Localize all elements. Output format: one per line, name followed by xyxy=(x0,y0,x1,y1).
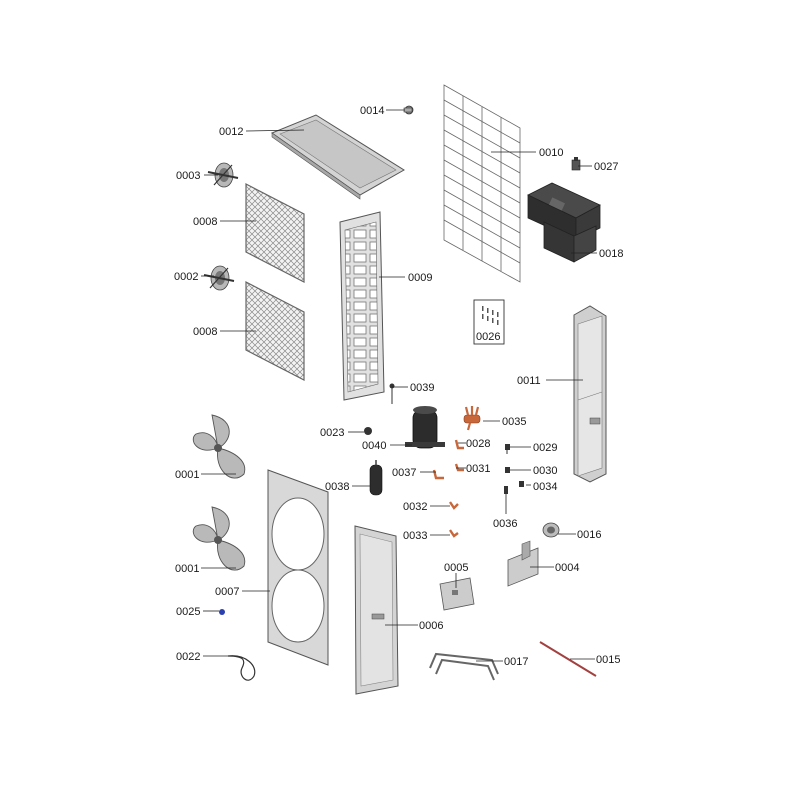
callout-0026: 0026 xyxy=(476,331,500,343)
screw-set-box xyxy=(473,299,505,345)
callout-0025: 0025 xyxy=(176,606,200,618)
callout-0032: 0032 xyxy=(403,501,427,513)
callout-0003: 0003 xyxy=(176,170,200,182)
side-panel-part xyxy=(354,525,399,695)
callout-0040: 0040 xyxy=(362,440,386,452)
callout-0006: 0006 xyxy=(419,620,443,632)
callout-0008-lower: 0008 xyxy=(193,326,217,338)
callout-labels: 0012 0014 0010 0027 0003 0008 0018 0002 … xyxy=(174,105,623,668)
fan-blade-part-lower xyxy=(192,506,246,571)
callout-0030: 0030 xyxy=(533,465,557,477)
callout-0023: 0023 xyxy=(320,427,344,439)
callout-0031: 0031 xyxy=(466,463,490,475)
valve-0034 xyxy=(519,481,524,487)
wire-guard-grid-part xyxy=(443,84,521,283)
callout-0034: 0034 xyxy=(533,481,557,493)
copper-fitting-0037 xyxy=(432,469,444,480)
leader-lines xyxy=(201,109,597,662)
fan-motor-part-upper xyxy=(207,162,239,188)
callout-0028: 0028 xyxy=(466,438,490,450)
callout-0017: 0017 xyxy=(504,656,528,668)
copper-fitting-0033 xyxy=(449,529,459,538)
electrical-box-part xyxy=(527,182,601,263)
compressor-part xyxy=(405,406,445,449)
valve-0029 xyxy=(505,444,510,454)
callout-0011: 0011 xyxy=(517,375,541,387)
pin-0036 xyxy=(504,486,508,494)
heater-tube-part xyxy=(429,652,499,681)
callout-0008-upper: 0008 xyxy=(193,216,217,228)
callout-0001-upper: 0001 xyxy=(175,469,199,481)
callout-0029: 0029 xyxy=(533,442,557,454)
callout-0022: 0022 xyxy=(176,651,200,663)
callout-0005: 0005 xyxy=(444,562,468,574)
callout-0004: 0004 xyxy=(555,562,579,574)
bracket-0005 xyxy=(439,577,475,611)
callout-0027: 0027 xyxy=(594,161,618,173)
callout-0038: 0038 xyxy=(325,481,349,493)
condenser-grille-part-upper xyxy=(245,183,305,283)
grommet-part xyxy=(542,522,560,538)
callout-0018: 0018 xyxy=(599,248,623,260)
callout-0007: 0007 xyxy=(215,586,239,598)
front-panel-part xyxy=(267,469,329,666)
valve-0030 xyxy=(505,467,510,473)
callout-0033: 0033 xyxy=(403,530,427,542)
callout-0036: 0036 xyxy=(493,518,517,530)
callout-0010: 0010 xyxy=(539,147,563,159)
side-louvre-panel-part xyxy=(339,211,385,401)
condenser-grille-part-lower xyxy=(245,281,305,381)
callout-0015: 0015 xyxy=(596,654,620,666)
blue-screw-part xyxy=(219,609,225,615)
fan-motor-part-lower xyxy=(203,265,235,291)
callout-0014: 0014 xyxy=(360,105,384,117)
copper-fitting-0031 xyxy=(454,463,464,472)
valve-cap-part xyxy=(364,427,372,435)
callout-0035: 0035 xyxy=(502,416,526,428)
rod-part xyxy=(539,641,597,677)
callout-0002: 0002 xyxy=(174,271,198,283)
screw-part xyxy=(403,105,414,115)
copper-fitting-0032 xyxy=(449,501,459,510)
callout-0009: 0009 xyxy=(408,272,432,284)
right-side-panel-part xyxy=(573,305,607,483)
four-way-valve-part xyxy=(463,406,481,431)
callout-0001-lower: 0001 xyxy=(175,563,199,575)
callout-0037: 0037 xyxy=(392,467,416,479)
copper-fitting-0028 xyxy=(454,439,464,450)
fan-blade-part-upper xyxy=(192,414,246,479)
top-panel-part xyxy=(270,114,405,200)
connector-part xyxy=(571,157,581,171)
accumulator-part xyxy=(369,460,383,496)
sensor-part xyxy=(389,383,395,404)
callout-0039: 0039 xyxy=(410,382,434,394)
callout-0012: 0012 xyxy=(219,126,243,138)
callout-0016: 0016 xyxy=(577,529,601,541)
bracket-0004 xyxy=(507,540,539,587)
wire-harness-part xyxy=(227,655,256,681)
